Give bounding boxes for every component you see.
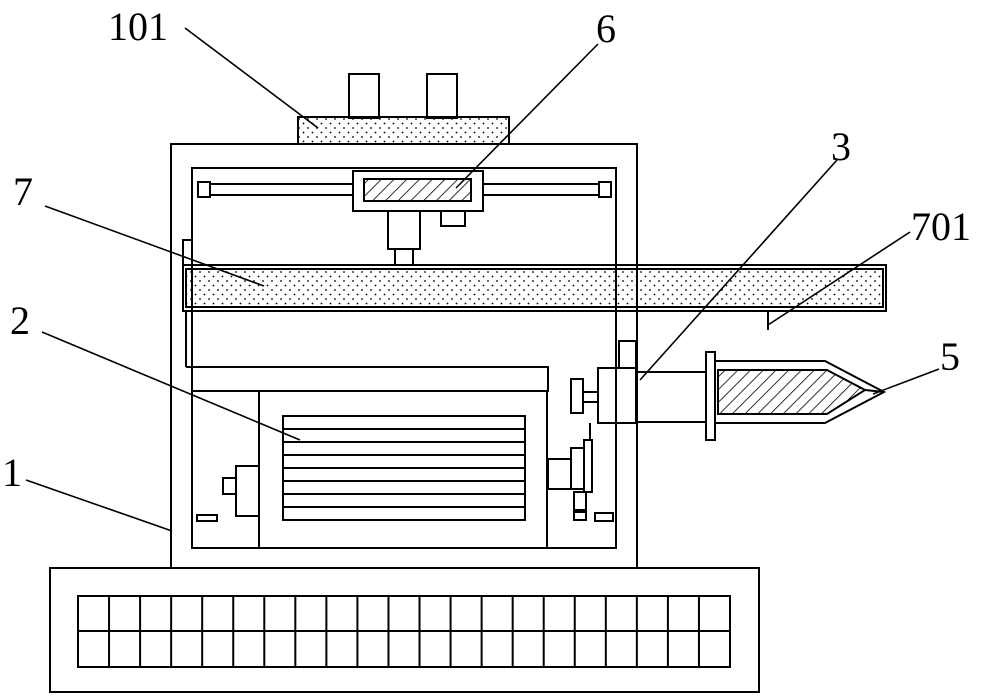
- right-mount: [547, 439, 614, 522]
- motor-housing: [191, 366, 549, 549]
- label-7: 7: [13, 169, 33, 214]
- label-3: 3: [831, 124, 851, 169]
- grid-vertical-lines: [108, 596, 700, 667]
- base-grid: [49, 567, 760, 693]
- slider-rail: [197, 170, 612, 266]
- label-1: 1: [2, 450, 22, 495]
- label-5: 5: [940, 334, 960, 379]
- nozzle-arm: [570, 340, 887, 441]
- long-bar: [182, 239, 887, 368]
- top-block: [297, 73, 510, 145]
- label-6: 6: [596, 6, 616, 51]
- label-101: 101: [108, 4, 168, 49]
- left-mount: [196, 465, 260, 522]
- main-frame: [170, 143, 638, 569]
- leader-lines: [25, 27, 940, 532]
- label-701: 701: [911, 204, 971, 249]
- label-2: 2: [10, 298, 30, 343]
- motor-fins: [283, 428, 525, 508]
